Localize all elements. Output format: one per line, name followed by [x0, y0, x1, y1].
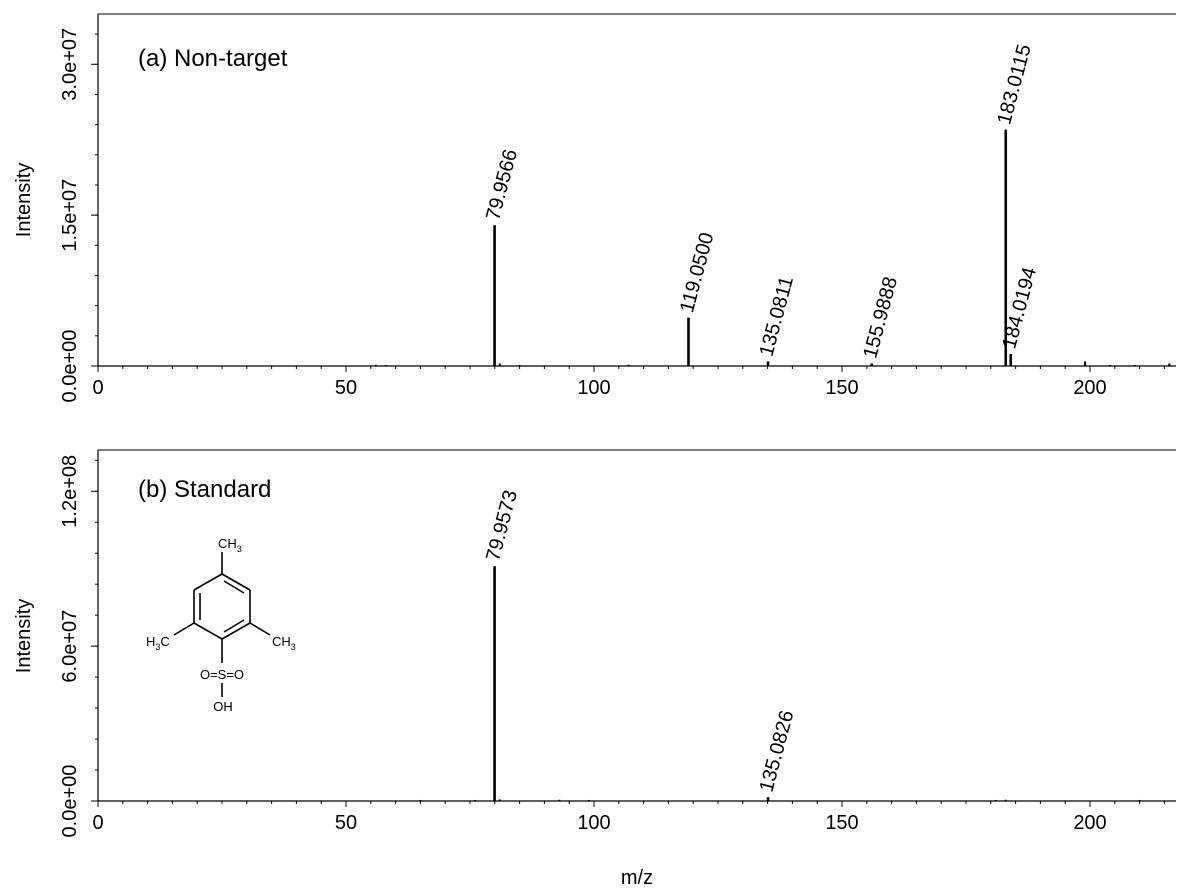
y-tick-label: 0.0e+00 — [59, 330, 81, 403]
x-tick-label: 150 — [825, 812, 858, 834]
x-tick-label: 200 — [1073, 377, 1106, 399]
y-tick-label: 6.0e+07 — [59, 610, 81, 683]
ch3-top-label: CH3 — [218, 536, 242, 554]
axis-ticks: 0 50 100 150 200 0.0e+00 6.0e+07 1.2e+08 — [59, 455, 1165, 838]
y-tick-label: 0.0e+00 — [59, 765, 81, 838]
x-tick-label: 200 — [1073, 812, 1106, 834]
peak-label: 135.0811 — [756, 274, 798, 359]
axis-ticks: 0 50 100 150 200 0.0e+00 1.5e+07 3.0e+07 — [59, 28, 1165, 403]
peak-label: 135.0826 — [756, 708, 799, 794]
x-axis-label: m/z — [621, 867, 653, 889]
peak-label: 79.9573 — [482, 488, 522, 564]
panel-title: (b) Standard — [138, 476, 271, 503]
x-tick-label: 0 — [92, 377, 103, 399]
chemical-structure: CH3 H3C CH3 O=S=O OH — [146, 536, 296, 714]
x-tick-label: 50 — [335, 812, 357, 834]
y-axis-label: Intensity — [13, 163, 35, 237]
y-tick-label: 1.2e+08 — [59, 455, 81, 528]
y-tick-label: 3.0e+07 — [59, 28, 81, 101]
hydroxyl-label: OH — [213, 699, 233, 714]
ch3-right-label: CH3 — [272, 634, 296, 652]
peak-label: 79.9566 — [482, 147, 522, 223]
sulfonyl-label: O=S=O — [200, 667, 244, 682]
peak-label: 155.9888 — [859, 275, 902, 361]
h3c-left-label: H3C — [146, 634, 170, 652]
benzene-ring-icon — [173, 552, 271, 697]
y-axis-label: Intensity — [13, 599, 35, 673]
spectrum-peaks: 79.9573 135.0826 — [419, 488, 1141, 801]
y-tick-label: 1.5e+07 — [59, 179, 81, 252]
x-tick-label: 50 — [335, 377, 357, 399]
peak-label: 119.0500 — [676, 230, 718, 315]
x-tick-label: 0 — [92, 812, 103, 834]
x-tick-label: 100 — [577, 812, 610, 834]
x-tick-label: 150 — [825, 377, 858, 399]
panel-title: (a) Non-target — [138, 45, 288, 72]
panel-non-target: (a) Non-target Intensity 0 50 100 150 200 0.0… — [13, 13, 1176, 403]
peak-label: 183.0115 — [993, 42, 1035, 127]
x-tick-label: 100 — [577, 377, 610, 399]
panel-standard: (b) Standard Intensity 0 50 100 150 200 0.0e+… — [13, 449, 1176, 838]
